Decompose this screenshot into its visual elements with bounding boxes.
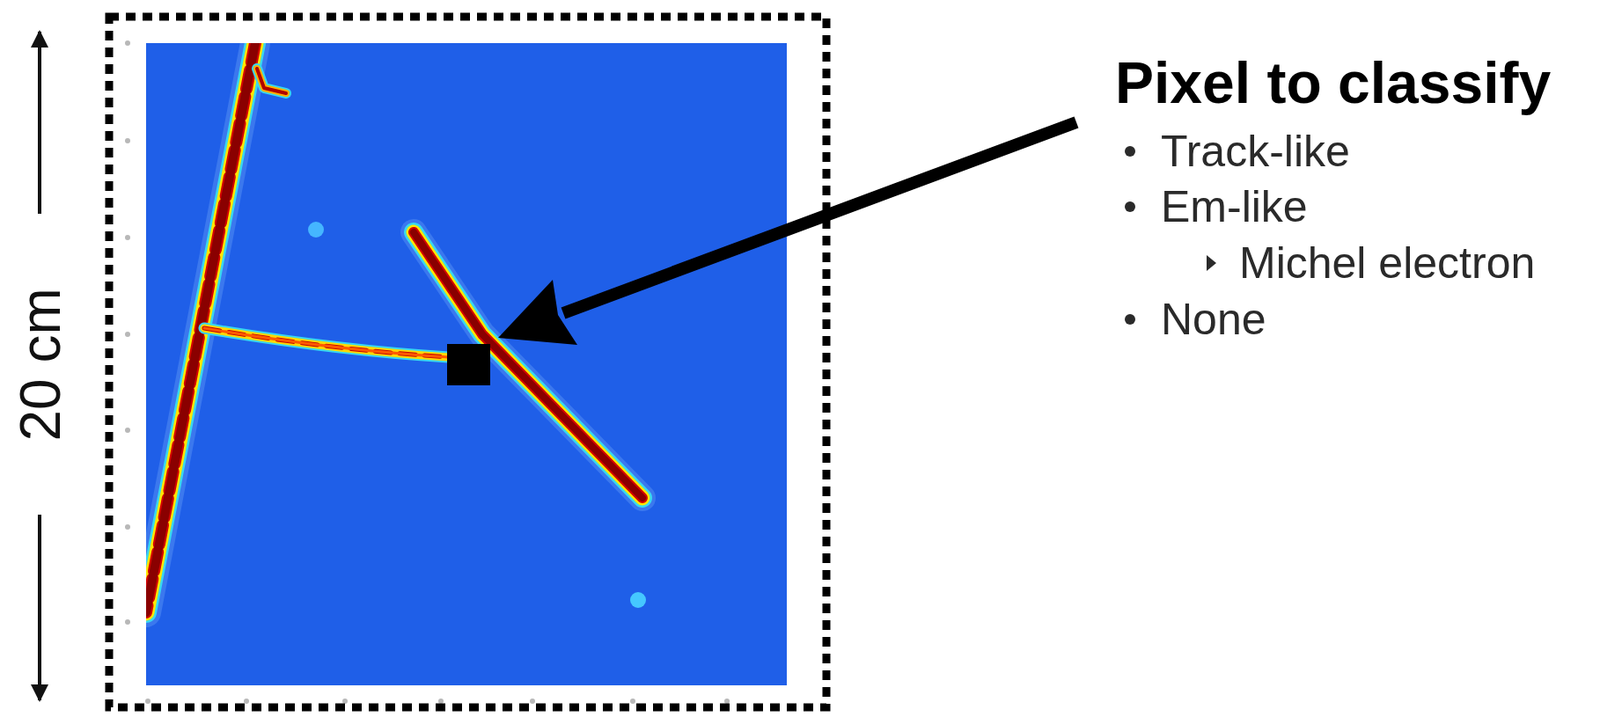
list-item: Em-like	[1160, 180, 1308, 234]
list-item: Track-like	[1160, 124, 1351, 178]
track-core	[256, 68, 287, 94]
track-edge	[413, 232, 643, 499]
charge-blob	[308, 221, 324, 238]
track-edge	[256, 68, 287, 94]
tick-dot	[724, 698, 730, 705]
tick-dot	[124, 138, 131, 144]
pointer-arrow	[563, 122, 1077, 314]
track-core	[204, 328, 449, 358]
scale-arrow	[37, 514, 42, 701]
bullet-dot	[1124, 314, 1136, 325]
track-edge	[204, 328, 449, 358]
dimension-label: 20 cm	[7, 287, 75, 441]
scale-arrow	[37, 31, 42, 214]
tick-dot	[124, 524, 131, 530]
track-edge	[204, 328, 449, 358]
tick-dot	[124, 234, 131, 241]
event-image	[146, 43, 787, 686]
track-core	[204, 328, 449, 358]
list-subitem: Michel electron	[1239, 236, 1535, 290]
tick-dot	[630, 698, 636, 705]
tick-dot	[124, 619, 131, 625]
tick-dot	[124, 331, 131, 338]
track-halo	[413, 232, 643, 499]
pixel-square	[447, 344, 491, 386]
tick-dot	[529, 698, 536, 705]
dashed-frame	[109, 16, 827, 708]
tick-dot	[145, 698, 151, 705]
list-heading: Pixel to classify	[1115, 48, 1551, 118]
image-ground	[146, 43, 787, 686]
track-edge	[256, 68, 287, 94]
charge-blob	[630, 592, 646, 609]
track-core	[413, 232, 643, 499]
tick-dot	[438, 698, 444, 705]
tick-dot	[124, 40, 131, 46]
bullet-dot	[1124, 201, 1136, 213]
tick-dot	[124, 427, 131, 434]
tick-dot	[243, 698, 250, 705]
track-edge	[413, 232, 643, 499]
tick-dot	[342, 698, 348, 705]
axis-ticks	[124, 40, 730, 705]
bullet-dot	[1124, 146, 1136, 157]
track-core	[413, 232, 643, 499]
bullet-triangle	[1206, 255, 1217, 272]
pointer-arrowhead	[498, 279, 578, 345]
list-item: None	[1160, 293, 1267, 346]
